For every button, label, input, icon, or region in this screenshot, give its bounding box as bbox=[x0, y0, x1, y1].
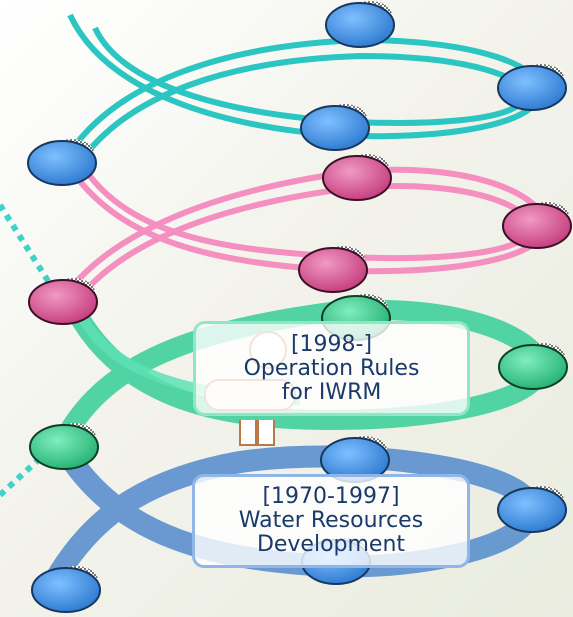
phase-label-water-resources: [1970-1997] Water Resources Development bbox=[192, 474, 470, 568]
node-blue-8 bbox=[31, 566, 101, 613]
phase-title-line1: Water Resources bbox=[238, 508, 424, 533]
phase-title-line2: Development bbox=[256, 532, 406, 557]
dotted-flow-upper bbox=[0, 203, 58, 294]
phase-years: [1970-1997] bbox=[262, 484, 400, 509]
node-green-2 bbox=[498, 343, 568, 390]
dotted-flow-lower bbox=[0, 437, 63, 498]
phase-years: [1998-] bbox=[290, 331, 373, 357]
node-pink-2 bbox=[502, 202, 572, 249]
teal-coil bbox=[59, 13, 544, 170]
node-blue-5 bbox=[320, 436, 390, 483]
node-blue-6 bbox=[497, 486, 567, 533]
phase-title-line1: Operation Rules bbox=[243, 355, 420, 381]
node-blue-3 bbox=[300, 104, 370, 151]
node-blue-1 bbox=[325, 1, 395, 48]
node-green-3 bbox=[29, 423, 99, 470]
node-blue-4 bbox=[27, 139, 97, 186]
phase-title-line2: for IWRM bbox=[281, 379, 382, 405]
node-blue-2 bbox=[497, 64, 567, 111]
node-pink-1 bbox=[322, 154, 392, 201]
phase-label-iwrm: [1998-] Operation Rules for IWRM bbox=[193, 321, 470, 416]
pink-coil bbox=[59, 163, 549, 307]
node-pink-4 bbox=[28, 278, 98, 325]
node-pink-3 bbox=[298, 246, 368, 293]
